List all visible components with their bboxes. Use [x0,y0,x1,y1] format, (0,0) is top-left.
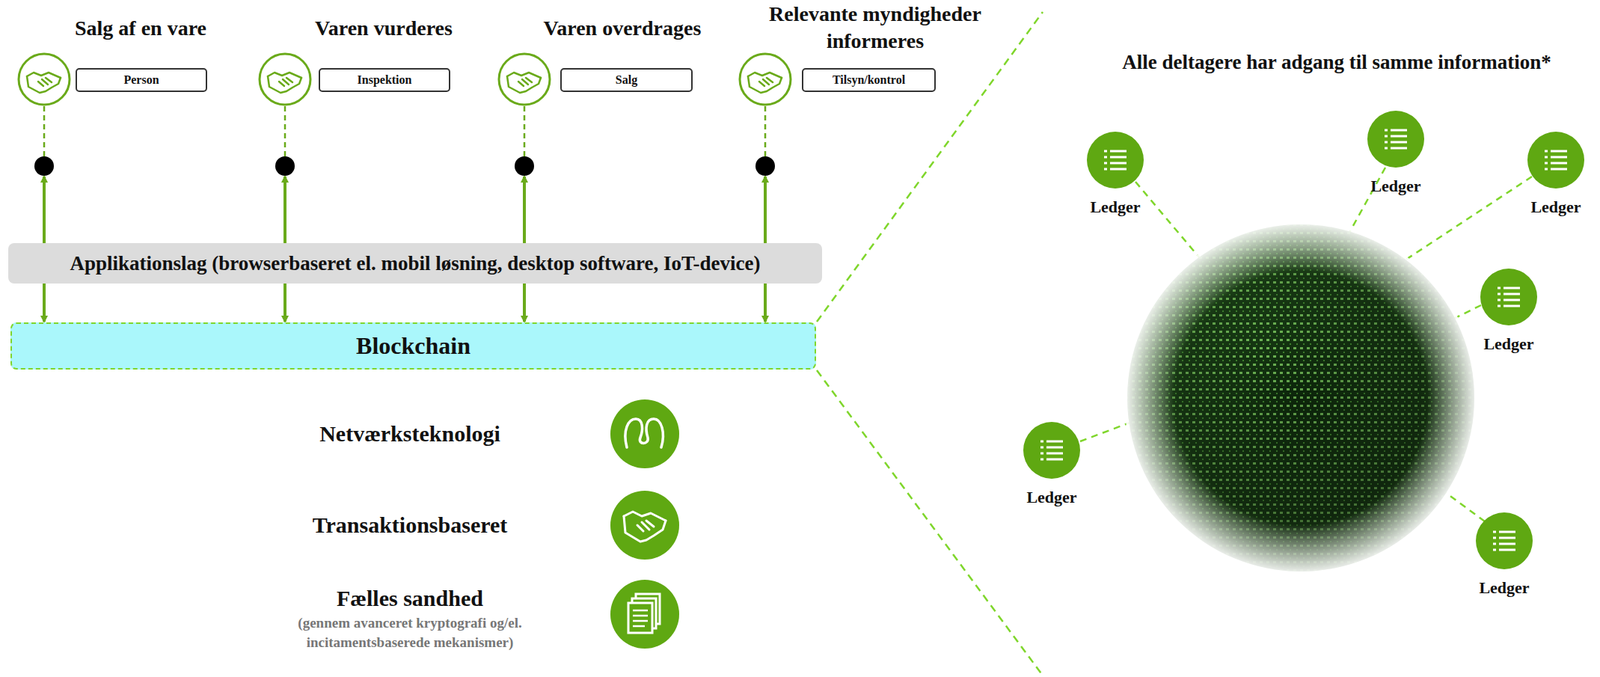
feature-icons [610,399,680,649]
feature-item: Transaktionsbaseret [275,510,545,541]
blockchain-band: Blockchain [10,322,817,370]
step-label: Person [123,73,159,87]
connector [755,105,775,244]
step-label-box: Salg [560,68,693,93]
connector [44,283,45,322]
ledger-icon [1527,131,1585,189]
divider-lines [816,11,1043,676]
feature-title: Transaktionsbaseret [275,510,545,541]
step-heading: Relevante myndigheder informeres [751,0,999,55]
ledger-node: Ledger [1006,421,1097,508]
ledger-label: Ledger [1510,197,1600,217]
band-label: Applikationslag (browserbaseret el. mobi… [69,252,760,276]
handshake-icon [736,50,794,108]
connector [284,283,286,322]
connector [765,283,766,322]
connector [34,105,54,244]
step-group: Varen vurderesInspektion [255,0,451,106]
step-label: Tilsyn/kontrol [832,73,906,87]
panel-title: Alle deltagere har adgang til samme info… [1122,50,1551,75]
feature-item: Netværksteknologi [275,418,545,449]
step-label-box: Inspektion [318,68,451,93]
ledger-icon [1023,421,1081,479]
ledger-label: Ledger [1070,197,1161,217]
connector [524,283,526,322]
handshake-icon [256,50,314,108]
feature-title: Fælles sandhed [271,583,549,614]
step-label: Inspektion [357,73,413,87]
step-group: Salg af en varePerson [14,0,208,106]
ledger-label: Ledger [1459,578,1550,598]
ledger-label: Ledger [1463,334,1554,354]
ledger-node: Ledger [1459,512,1550,598]
step-label: Salg [615,73,638,87]
handshake-icon [495,50,553,108]
ledger-icon [1480,268,1538,326]
ledger-label: Ledger [1350,176,1441,196]
feature-title: Netværksteknologi [275,418,545,449]
band-label: Blockchain [356,332,471,360]
connector [514,105,535,244]
connector [275,105,295,244]
step-heading: Varen overdrages [472,14,772,42]
step-group: Varen overdragesSalg [495,0,693,106]
step-heading: Varen vurderes [234,14,534,42]
step-label-box: Tilsyn/kontrol [801,68,936,93]
ledger-icon [1367,110,1425,168]
ledger-node: Ledger [1070,131,1161,217]
ledger-node: Ledger [1510,131,1600,217]
globe [1124,221,1478,575]
step-heading: Salg af en vare [0,14,291,42]
ledger-icon [1086,131,1144,189]
feature-item: Fælles sandhed(gennem avanceret kryptogr… [271,583,549,653]
ledger-icon [1475,512,1533,570]
feature-subtitle: (gennem avanceret kryptografi og/el. inc… [271,613,549,653]
ledger-node: Ledger [1350,110,1441,196]
application-layer-band: Applikationslag (browserbaseret el. mobi… [8,243,823,284]
step-group: Relevante myndigheder informeresTilsyn/k… [736,0,936,106]
ledger-node: Ledger [1463,268,1554,354]
handshake-icon [15,50,73,108]
step-label-box: Person [75,68,208,93]
ledger-label: Ledger [1006,487,1097,508]
